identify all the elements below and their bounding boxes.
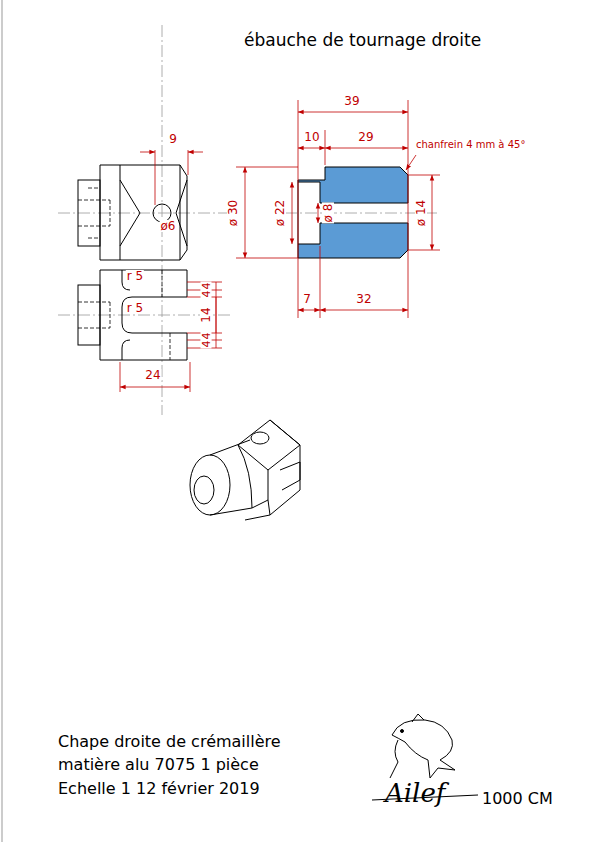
dimension-label: ø 14 [415,199,427,227]
dimension-label: 4 [201,290,212,299]
title-block-text: 1000 CM [481,791,554,807]
dimension-label: ø6 [160,220,177,232]
dimension-label: 14 [200,306,212,323]
title-block-text: Echelle 1 12 février 2019 [57,781,261,797]
note-label: chanfrein 4 mm à 45° [415,140,526,150]
title-block-text: Chape droite de crémaillère [57,734,282,750]
dimension-label: 32 [355,293,372,305]
dimension-label: r 5 [126,270,144,282]
dimension-label: 24 [144,369,161,381]
dimension-label: 9 [168,133,178,145]
dimension-label: ø 30 [227,199,239,227]
dimension-label: 39 [343,95,360,107]
dimension-label: r 5 [126,302,144,314]
dimension-label: 4 [201,340,212,349]
dimension-label: ø 22 [274,199,286,227]
title-block-text: Ailef [384,780,446,806]
dimension-label: 29 [357,131,374,143]
dimension-label: 7 [302,293,312,305]
title-block-text: matière alu 7075 1 pièce [57,757,260,773]
dimension-label: 10 [303,131,320,143]
drawing-title: ébauche de tournage droite [243,32,482,49]
dimension-label: ø 8 [322,203,334,224]
